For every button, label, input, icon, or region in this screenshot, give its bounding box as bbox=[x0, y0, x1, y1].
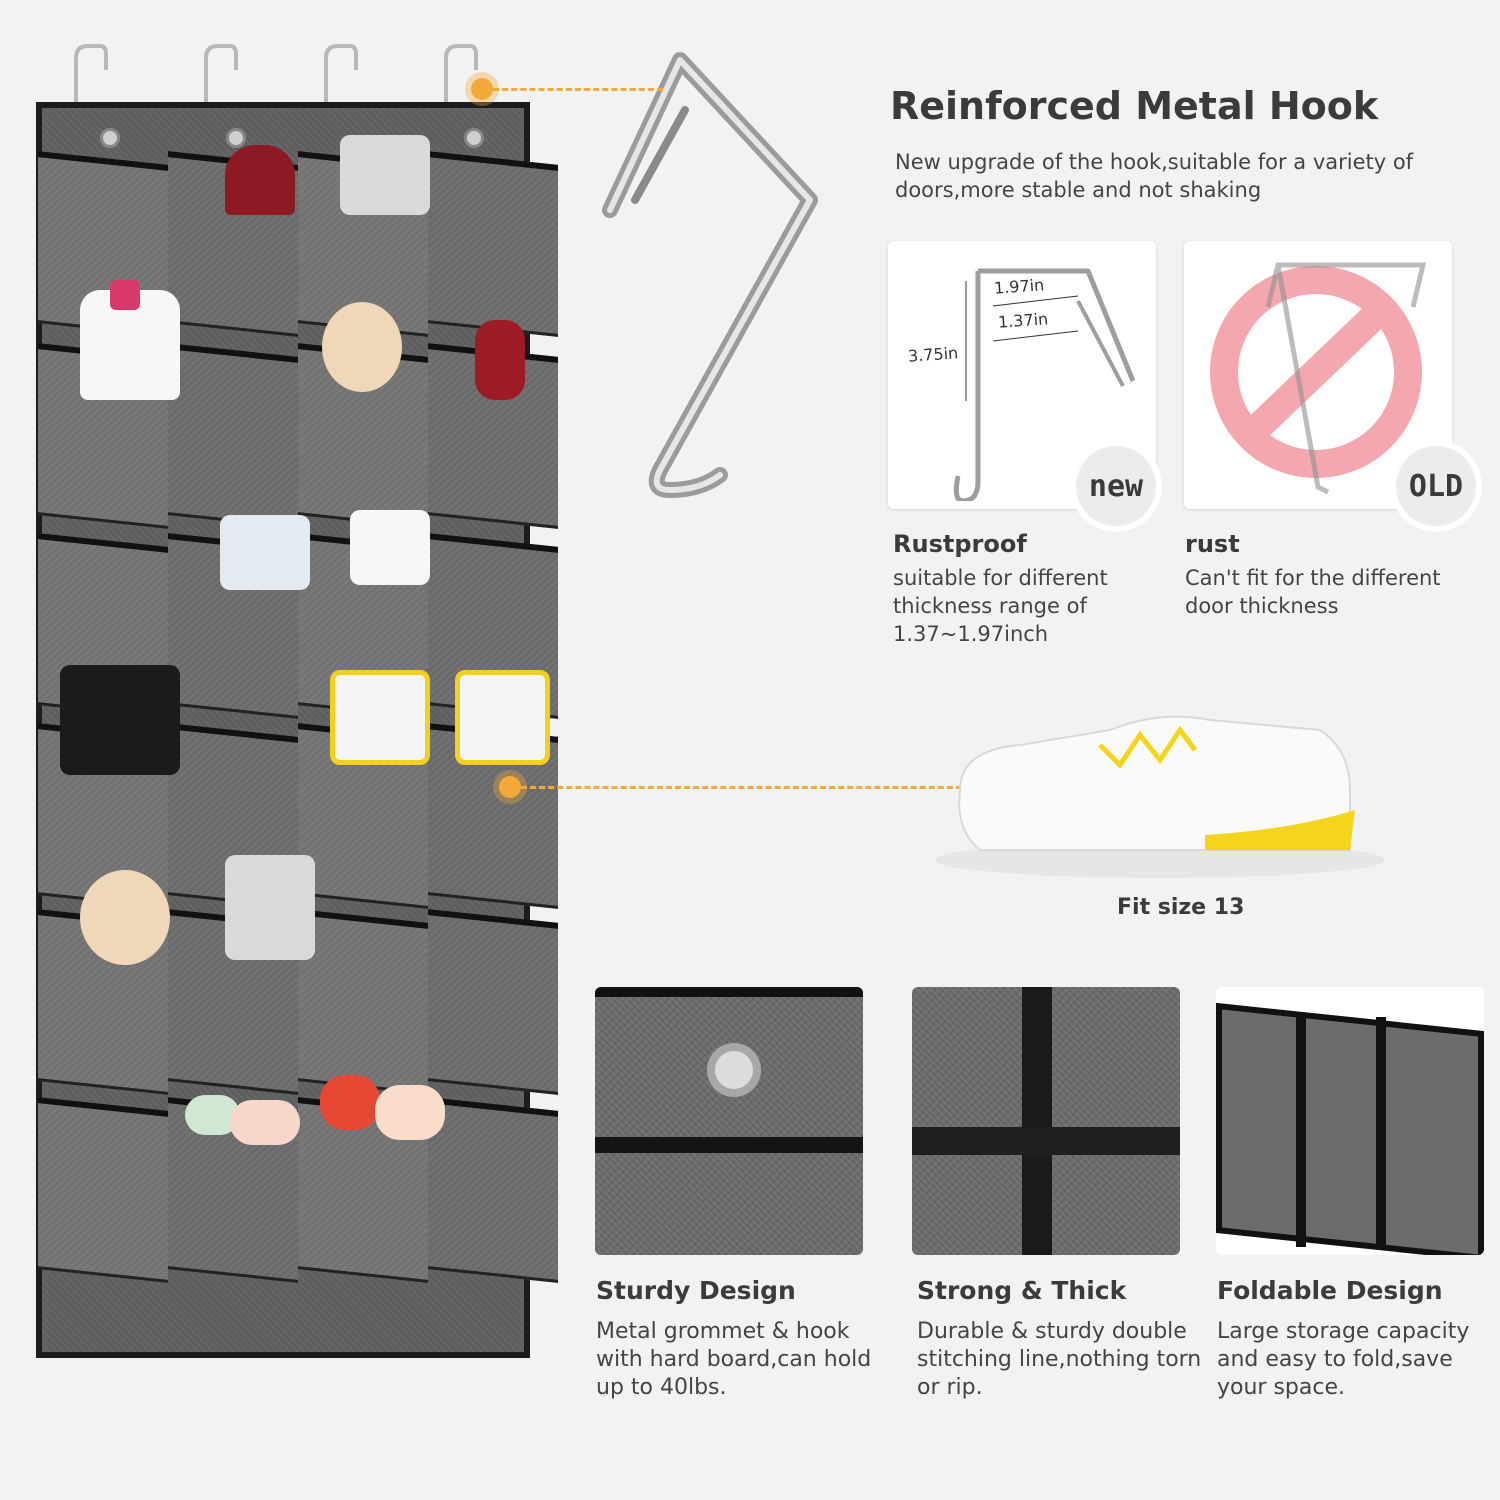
towel-roll-icon bbox=[230, 1100, 300, 1145]
shoe-connector-dot bbox=[499, 776, 521, 798]
feature-title-3: Foldable Design bbox=[1217, 1276, 1443, 1305]
hook-description: New upgrade of the hook,suitable for a v… bbox=[895, 150, 1414, 202]
grommet-icon bbox=[707, 1043, 761, 1097]
pocket bbox=[428, 151, 558, 337]
lotion-bottle-icon bbox=[350, 510, 430, 585]
old-hook-text: Can't fit for the different door thickne… bbox=[1185, 566, 1441, 618]
shoe-organizer-image bbox=[30, 40, 590, 1358]
grommet-icon bbox=[464, 128, 484, 148]
pocket-row bbox=[38, 1097, 568, 1283]
toy-doll-icon bbox=[80, 870, 170, 965]
gray-slipper-icon bbox=[340, 135, 430, 215]
feature-text-1: Metal grommet & hook with hard board,can… bbox=[596, 1319, 872, 1400]
towel-roll-icon bbox=[320, 1075, 380, 1130]
pocket bbox=[38, 1097, 168, 1283]
stitching-detail-photo bbox=[912, 987, 1180, 1255]
hook-connector-dot bbox=[471, 78, 493, 100]
old-hook-card bbox=[1184, 241, 1452, 509]
bottle-cap-icon bbox=[110, 280, 140, 310]
towel-roll-icon bbox=[375, 1085, 445, 1140]
dimension-height: 3.75in bbox=[907, 343, 959, 366]
prohibited-icon bbox=[1210, 262, 1427, 495]
red-heel-icon bbox=[475, 320, 525, 400]
pocket bbox=[428, 909, 558, 1095]
top-hook-icon bbox=[444, 44, 478, 110]
sneaker-icon bbox=[455, 670, 550, 765]
shoe-connector-line bbox=[521, 786, 971, 789]
pocket bbox=[428, 1097, 558, 1283]
old-badge: OLD bbox=[1390, 440, 1482, 532]
hook-title: Reinforced Metal Hook bbox=[890, 84, 1379, 128]
new-hook-title: Rustproof bbox=[893, 530, 1027, 558]
feature-text-3: Large storage capacity and easy to fold,… bbox=[1217, 1319, 1470, 1400]
umbrella-icon bbox=[60, 665, 180, 775]
grommet-icon bbox=[226, 128, 246, 148]
top-hook-icon bbox=[324, 44, 358, 110]
pocket bbox=[168, 343, 298, 529]
folded-organizer-photo bbox=[1216, 987, 1484, 1255]
dimension-inner: 1.37in bbox=[997, 309, 1049, 332]
new-badge: new bbox=[1070, 440, 1162, 532]
grommet-detail-photo bbox=[595, 987, 863, 1255]
gray-slipper-icon bbox=[225, 855, 315, 960]
new-hook-text: suitable for different thickness range o… bbox=[893, 566, 1108, 646]
feature-title-1: Sturdy Design bbox=[596, 1276, 796, 1305]
pocket bbox=[298, 909, 428, 1095]
old-hook-title: rust bbox=[1185, 530, 1240, 558]
sneaker-icon bbox=[330, 670, 430, 765]
hook-connector-line bbox=[493, 88, 663, 91]
dimension-width: 1.97in bbox=[993, 275, 1045, 298]
top-hook-icon bbox=[204, 44, 238, 110]
feature-title-2: Strong & Thick bbox=[917, 1276, 1127, 1305]
shoe-caption: Fit size 13 bbox=[1117, 895, 1245, 920]
sneaker-icon bbox=[935, 715, 1385, 878]
grommet-icon bbox=[100, 128, 120, 148]
shaker-bottle-icon bbox=[220, 515, 310, 590]
toy-doll-icon bbox=[322, 302, 402, 392]
feature-text-2: Durable & sturdy double stitching line,n… bbox=[917, 1319, 1202, 1400]
red-shoe-icon bbox=[225, 145, 295, 215]
top-hook-icon bbox=[74, 44, 108, 110]
metal-hook-icon bbox=[602, 52, 818, 498]
